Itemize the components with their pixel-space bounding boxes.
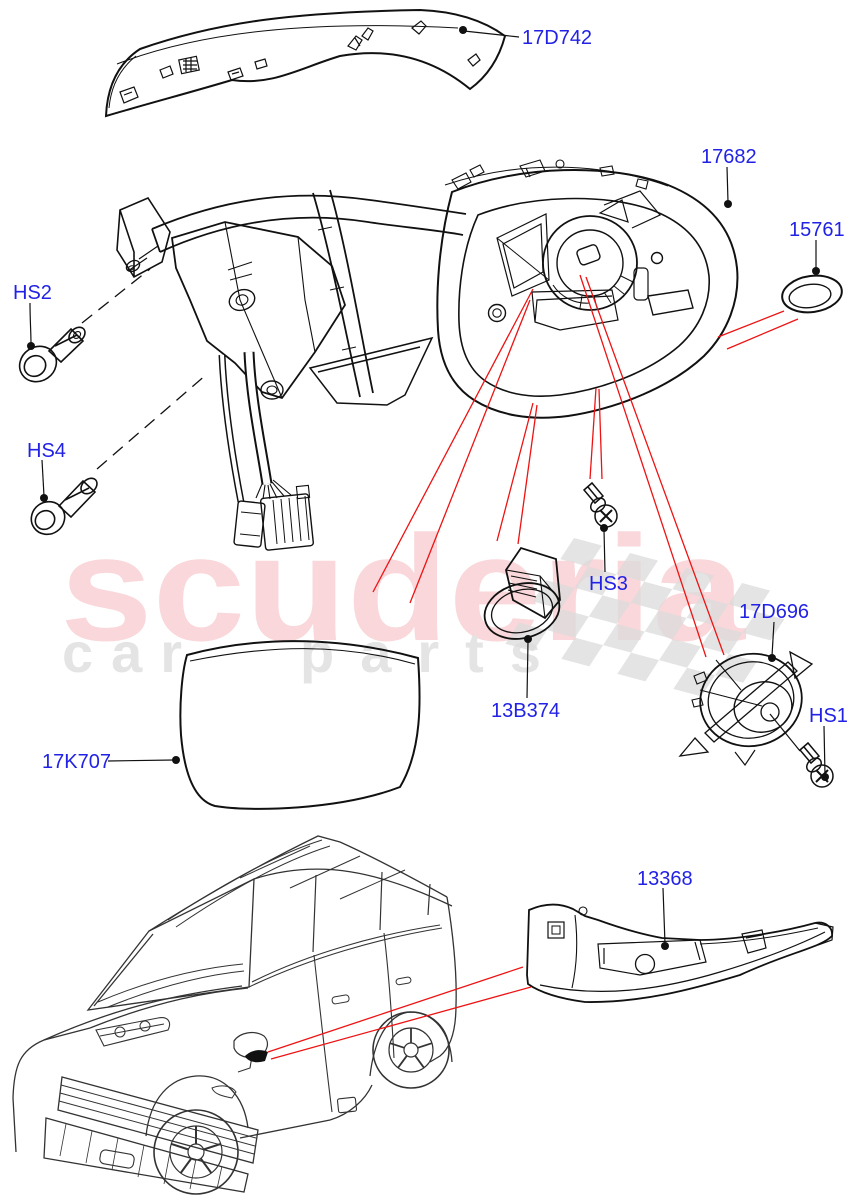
screw-hs1-drawing	[798, 741, 834, 788]
screw-hs2-drawing	[18, 268, 151, 383]
vehicle-illustration	[12, 835, 457, 1195]
watermark-layer: scuderia car parts	[60, 504, 785, 697]
mirror-assembly-drawing	[116, 159, 739, 551]
part-label-HS2[interactable]: HS2	[13, 282, 52, 304]
screw-hs4-drawing	[30, 373, 208, 536]
part-label-HS3[interactable]: HS3	[589, 573, 628, 595]
mirror-glass-drawing	[179, 640, 421, 810]
part-label-13B374[interactable]: 13B374	[491, 700, 560, 722]
part-label-17D696[interactable]: 17D696	[739, 601, 809, 623]
part-label-17K707[interactable]: 17K707	[42, 751, 111, 773]
mirror-location-highlight	[245, 1050, 268, 1063]
watermark-tagline-right: parts	[300, 621, 567, 684]
part-label-HS1[interactable]: HS1	[809, 705, 848, 727]
red-locator-lines	[267, 274, 799, 1060]
mirror-motor-drawing	[678, 650, 814, 767]
watermark-tagline-left: car	[62, 621, 200, 684]
checkered-flag-watermark	[505, 538, 785, 697]
part-label-15761[interactable]: 15761	[789, 219, 845, 241]
part-labels: 17D742 17682 15761 HS2 HS4 17K707 13B374…	[13, 27, 848, 890]
part-label-HS4[interactable]: HS4	[27, 440, 66, 462]
part-label-17D742[interactable]: 17D742	[522, 27, 592, 49]
mirror-cover-cap-drawing	[104, 8, 507, 118]
part-label-13368[interactable]: 13368	[637, 868, 693, 890]
turn-signal-lamp-drawing	[526, 903, 834, 1003]
round-cap-15761-drawing	[781, 274, 843, 314]
leader-lines	[27, 26, 829, 950]
part-label-17682[interactable]: 17682	[701, 146, 757, 168]
